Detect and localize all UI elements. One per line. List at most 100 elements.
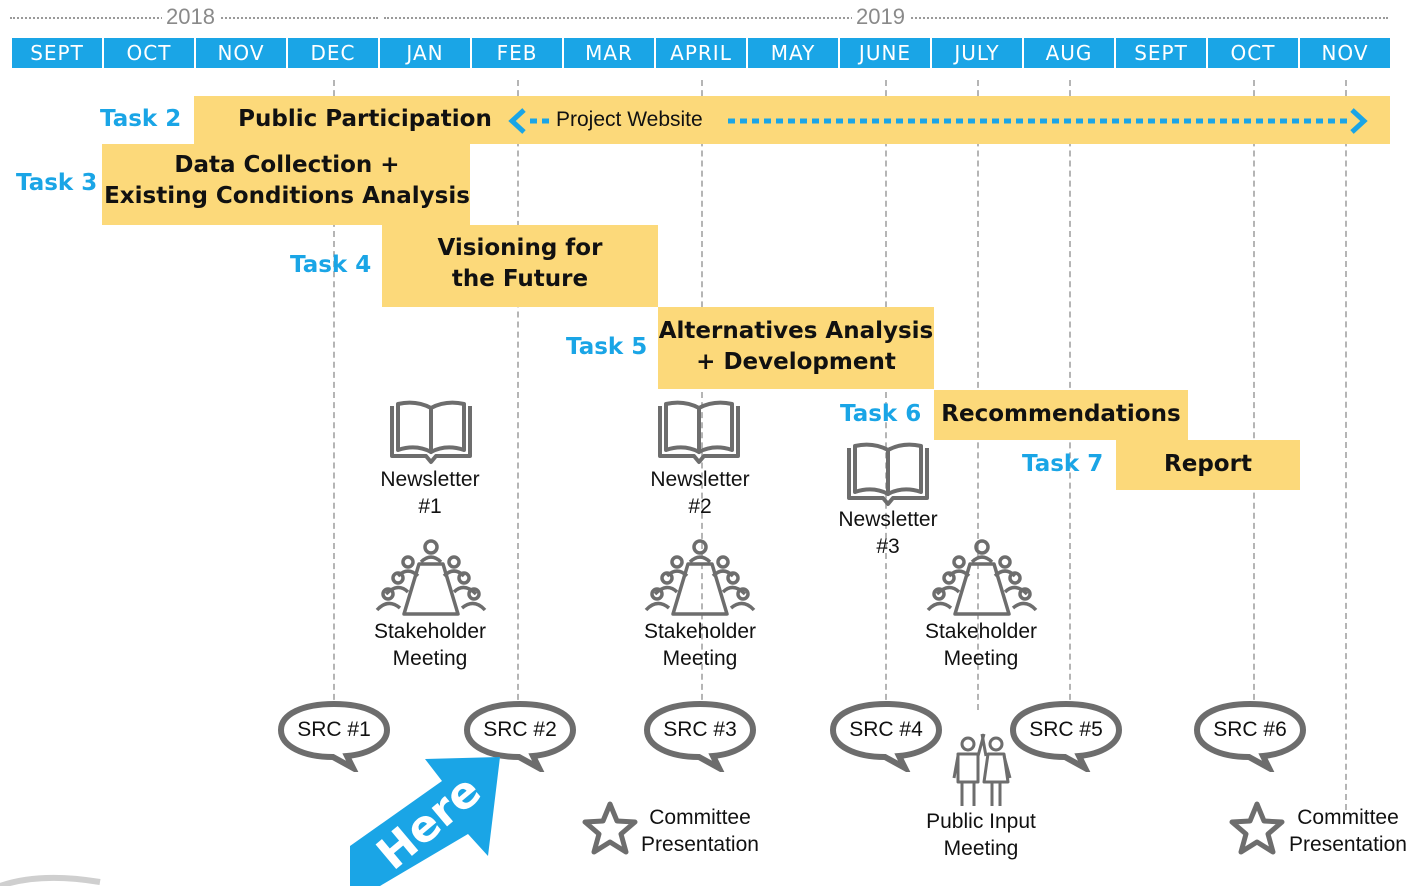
month-13: SEPT bbox=[1116, 38, 1206, 68]
gridline bbox=[1345, 80, 1347, 810]
book-icon bbox=[390, 400, 472, 464]
task7-label: Task 7 bbox=[1022, 451, 1104, 477]
book-icon bbox=[658, 400, 740, 464]
year-label-2019: 2019 bbox=[852, 6, 909, 28]
committee-2-line2: Presentation bbox=[1289, 833, 1407, 856]
task5-title-line2: + Development bbox=[696, 349, 896, 375]
newsletter-1-line2: #1 bbox=[418, 495, 442, 518]
month-8: APRIL bbox=[656, 38, 746, 68]
stakeholder-1-label: Stakeholder Meeting bbox=[350, 618, 510, 672]
task6-title: Recommendations bbox=[941, 401, 1181, 427]
conference-table-icon bbox=[926, 539, 1038, 616]
newsletter-3-line2: #3 bbox=[876, 535, 900, 558]
star-icon bbox=[1229, 801, 1285, 855]
stakeholder-3-line1: Stakeholder bbox=[924, 620, 1038, 643]
task7-bar bbox=[1116, 440, 1300, 490]
here-arrow-icon bbox=[350, 757, 500, 886]
decorative-arc bbox=[0, 874, 101, 886]
newsletter-1-label: Newsletter #1 bbox=[360, 466, 500, 520]
website-arrow-icon bbox=[508, 106, 1368, 136]
newsletter-2-label: Newsletter #2 bbox=[630, 466, 770, 520]
month-14: OCT bbox=[1208, 38, 1298, 68]
month-2: OCT bbox=[104, 38, 194, 68]
newsletter-2-line2: #2 bbox=[688, 495, 712, 518]
src-label-3: SRC #3 bbox=[663, 718, 737, 741]
month-6: FEB bbox=[472, 38, 562, 68]
gridline bbox=[701, 80, 703, 710]
month-12: AUG bbox=[1024, 38, 1114, 68]
newsletter-3-label: Newsletter #3 bbox=[818, 506, 958, 560]
star-icon bbox=[582, 801, 638, 855]
task4-title: Visioning for the Future bbox=[382, 233, 658, 295]
month-4: DEC bbox=[288, 38, 378, 68]
speech-bubble-icon bbox=[829, 700, 943, 772]
public-input-line1: Public Input bbox=[926, 810, 1036, 833]
task4-title-line2: the Future bbox=[451, 266, 589, 292]
gridline bbox=[333, 80, 335, 710]
task4-label: Task 4 bbox=[290, 252, 372, 278]
conference-table-icon bbox=[644, 539, 756, 616]
task5-title: Alternatives Analysis + Development bbox=[658, 316, 934, 378]
committee-presentation-1-label: Committee Presentation bbox=[632, 804, 768, 858]
task4-bar bbox=[382, 225, 658, 307]
task7-title: Report bbox=[1164, 451, 1252, 477]
year-label-2018: 2018 bbox=[162, 6, 219, 28]
task3-label: Task 3 bbox=[16, 170, 98, 196]
task6-bar bbox=[934, 390, 1188, 440]
speech-bubble-icon bbox=[643, 700, 757, 772]
month-10: JUNE bbox=[840, 38, 930, 68]
stakeholder-2-label: Stakeholder Meeting bbox=[620, 618, 780, 672]
project-website-label: Project Website bbox=[556, 108, 703, 131]
src-label-1: SRC #1 bbox=[297, 718, 371, 741]
task3-title: Data Collection + Existing Conditions An… bbox=[102, 150, 472, 212]
gridline bbox=[517, 80, 519, 710]
src-label-6: SRC #6 bbox=[1213, 718, 1287, 741]
task6-label: Task 6 bbox=[840, 401, 922, 427]
newsletter-3-line1: Newsletter bbox=[838, 508, 938, 531]
stakeholder-2-line2: Meeting bbox=[662, 647, 738, 670]
month-3: NOV bbox=[196, 38, 286, 68]
month-1: SEPT bbox=[12, 38, 102, 68]
task3-title-line2: Existing Conditions Analysis bbox=[104, 183, 470, 209]
stakeholder-3-label: Stakeholder Meeting bbox=[901, 618, 1061, 672]
src-label-2: SRC #2 bbox=[483, 718, 557, 741]
gridline bbox=[885, 80, 887, 710]
book-icon bbox=[847, 442, 929, 506]
task5-title-line1: Alternatives Analysis bbox=[658, 318, 934, 344]
month-7: MAR bbox=[564, 38, 654, 68]
stakeholder-2-line1: Stakeholder bbox=[643, 620, 757, 643]
conference-table-icon bbox=[375, 539, 487, 616]
people-icon bbox=[952, 733, 1012, 806]
speech-bubble-icon bbox=[1193, 700, 1307, 772]
src-label-5: SRC #5 bbox=[1029, 718, 1103, 741]
task5-label: Task 5 bbox=[566, 334, 648, 360]
stakeholder-3-line2: Meeting bbox=[943, 647, 1019, 670]
task2-label: Task 2 bbox=[100, 106, 182, 132]
committee-1-line2: Presentation bbox=[641, 833, 759, 856]
month-11: JULY bbox=[932, 38, 1022, 68]
month-5: JAN bbox=[380, 38, 470, 68]
committee-1-line1: Committee bbox=[649, 806, 751, 829]
public-input-line2: Meeting bbox=[943, 837, 1019, 860]
stakeholder-1-line1: Stakeholder bbox=[373, 620, 487, 643]
speech-bubble-icon bbox=[463, 700, 577, 772]
public-input-label: Public Input Meeting bbox=[906, 808, 1056, 862]
speech-bubble-icon bbox=[277, 700, 391, 772]
stakeholder-1-line2: Meeting bbox=[392, 647, 468, 670]
speech-bubble-icon bbox=[1009, 700, 1123, 772]
task3-title-line1: Data Collection + bbox=[174, 152, 400, 178]
src-label-4: SRC #4 bbox=[849, 718, 923, 741]
task3-bar bbox=[102, 144, 470, 225]
newsletter-1-line1: Newsletter bbox=[380, 468, 480, 491]
task4-title-line1: Visioning for bbox=[437, 235, 603, 261]
committee-presentation-2-label: Committee Presentation bbox=[1280, 804, 1416, 858]
newsletter-2-line1: Newsletter bbox=[650, 468, 750, 491]
year-header: 2018 2019 bbox=[0, 6, 1416, 28]
gridline bbox=[1253, 80, 1255, 710]
committee-2-line1: Committee bbox=[1297, 806, 1399, 829]
month-15: NOV bbox=[1300, 38, 1390, 68]
month-9: MAY bbox=[748, 38, 838, 68]
task2-title: Public Participation bbox=[238, 106, 492, 132]
